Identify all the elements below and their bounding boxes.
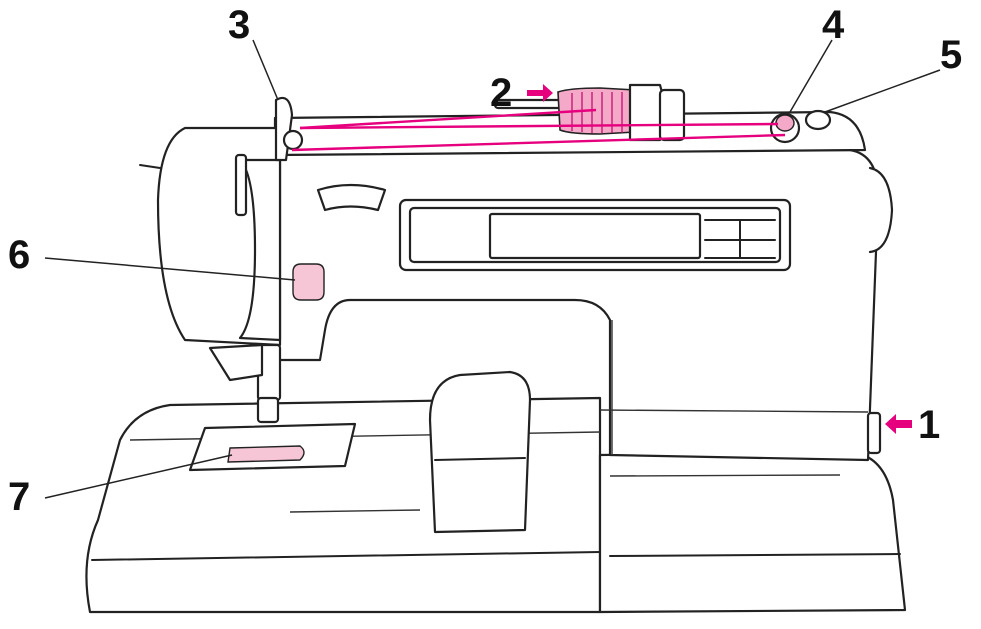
- presser-foot: [208, 343, 282, 424]
- callout-7: 7: [8, 475, 30, 519]
- callout-3: 3: [228, 3, 250, 47]
- leader-lines: [44, 39, 941, 499]
- arrow-right-icon: [527, 84, 553, 102]
- thread-guide: [274, 96, 304, 162]
- thread-path: [291, 108, 786, 152]
- machine-head: [139, 126, 282, 347]
- needle-plate: [188, 422, 357, 472]
- callout-4: 4: [822, 3, 845, 47]
- arrow-left-icon: [885, 414, 912, 434]
- embroidery-arm: [428, 370, 532, 534]
- handle-slot: [316, 183, 387, 212]
- callout-6: 6: [8, 233, 30, 277]
- callout-1: 1: [918, 403, 940, 447]
- display-panel: [398, 198, 792, 272]
- callout-2: 2: [490, 71, 512, 115]
- spool-assembly: [493, 83, 686, 142]
- start-stop-button: [292, 263, 325, 301]
- callout-5: 5: [940, 33, 962, 77]
- bobbin-cover-highlight: [227, 445, 305, 463]
